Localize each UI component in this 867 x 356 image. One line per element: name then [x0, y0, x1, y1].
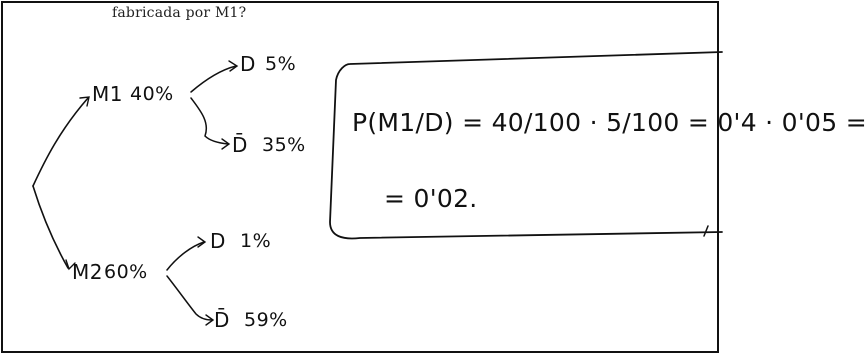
leaf-m1-d-percent: 5% — [265, 53, 297, 75]
page-border — [1, 1, 719, 353]
branch-m2-dbar — [166, 275, 213, 321]
answer-box-outline — [329, 51, 723, 240]
leaf-m1-dbar-percent: 35% — [262, 134, 306, 156]
node-m1-percent: 40% — [130, 83, 174, 105]
node-m2-label: M2 — [72, 260, 103, 284]
leaf-m2-dbar-percent: 59% — [244, 309, 288, 331]
leaf-m2-d-label: D — [210, 229, 226, 253]
branch-m1-d — [190, 65, 237, 93]
node-m2-percent: 60% — [104, 261, 148, 283]
arrowhead-m2-dbar — [205, 314, 215, 326]
tree-diagram-lines — [32, 51, 723, 326]
branch-m2-d — [166, 241, 205, 271]
branch-m1-dbar — [190, 97, 229, 145]
solution-line-2: = 0'02. — [384, 184, 478, 213]
arrowhead-m1-d — [228, 60, 239, 72]
branch-root-m2 — [32, 185, 69, 269]
arrowhead-m2 — [65, 259, 76, 271]
arrowhead-m1 — [79, 96, 90, 107]
arrowhead-m1-dbar — [221, 138, 231, 150]
question-fragment: fabricada por M1? — [112, 5, 247, 21]
branch-root-m1 — [32, 97, 89, 187]
leaf-m1-dbar-label: D̄ — [232, 133, 248, 157]
leaf-m2-d-percent: 1% — [240, 230, 272, 252]
stray-mark — [703, 225, 709, 237]
solution-line-1: P(M1/D) = 40/100 · 5/100 = 0'4 · 0'05 = — [352, 108, 867, 137]
arrowhead-m2-d — [197, 236, 207, 248]
node-m1-label: M1 — [92, 82, 123, 106]
leaf-m1-d-label: D — [240, 52, 256, 76]
leaf-m2-dbar-label: D̄ — [214, 308, 230, 332]
